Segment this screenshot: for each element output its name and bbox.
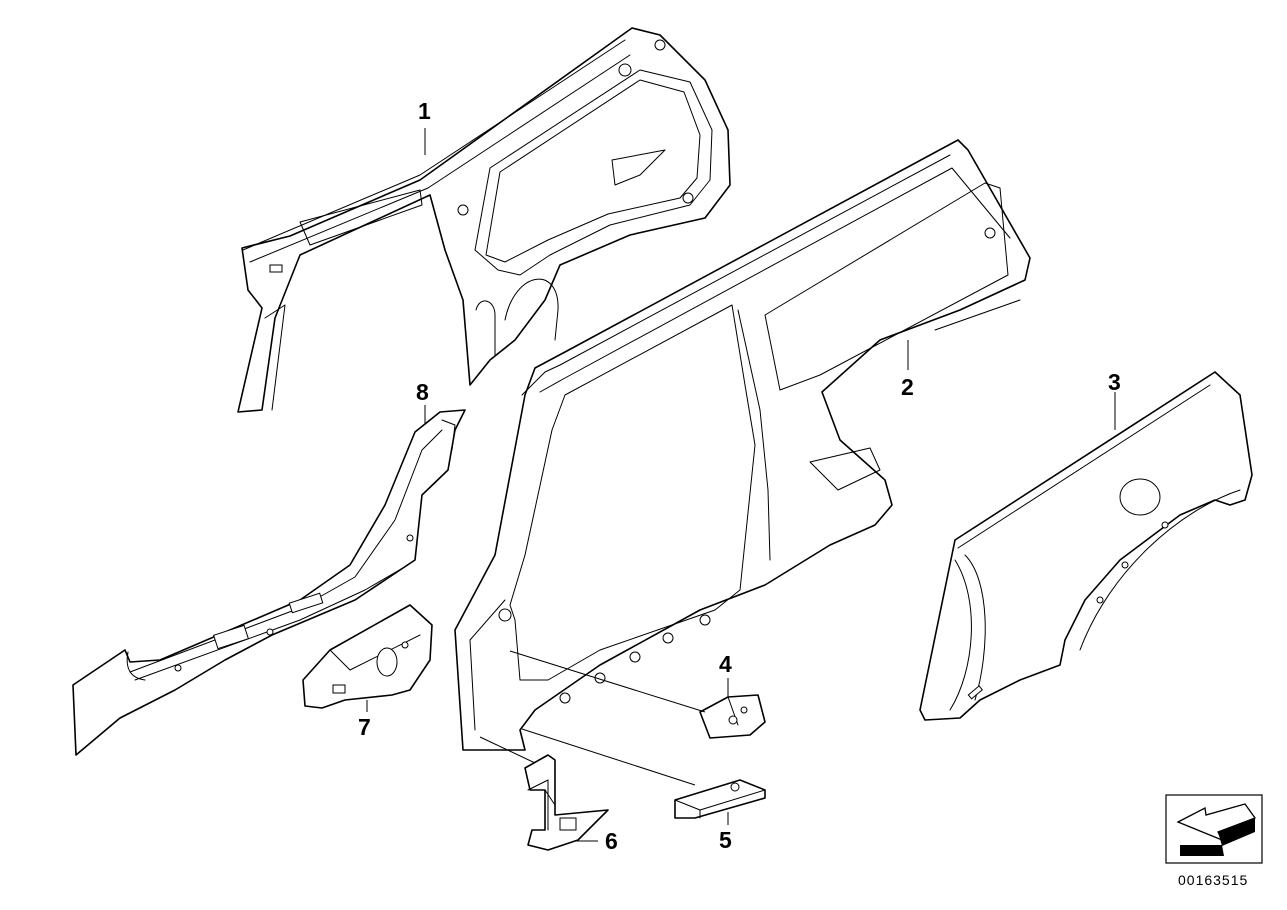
part-6-lower-bracket[interactable] [524, 754, 609, 851]
document-id: 00163515 [1178, 872, 1248, 888]
callout-7[interactable]: 7 [358, 714, 371, 740]
leader-5-anchor [521, 728, 696, 786]
callout-1[interactable]: 1 [418, 98, 431, 124]
part-1-inner-side-frame[interactable] [237, 27, 731, 413]
part-2-outer-side-frame[interactable] [454, 139, 1031, 751]
callout-2[interactable]: 2 [901, 374, 914, 400]
part-8-sill-panel[interactable] [72, 409, 466, 756]
part-7-wheelarch-bracket[interactable] [302, 604, 433, 709]
callout-8[interactable]: 8 [416, 379, 429, 405]
front-direction-arrow-icon [1165, 794, 1263, 864]
leader-4-anchor [509, 650, 706, 713]
part-3-rear-side-panel[interactable] [919, 371, 1253, 721]
leader-6-anchor [479, 736, 536, 764]
callout-6[interactable]: 6 [605, 828, 618, 854]
part-5-reinforcement[interactable] [674, 779, 766, 819]
callout-5[interactable]: 5 [719, 827, 732, 853]
callout-3[interactable]: 3 [1108, 369, 1121, 395]
callout-4[interactable]: 4 [719, 651, 732, 677]
part-4-bracket[interactable] [699, 694, 766, 739]
